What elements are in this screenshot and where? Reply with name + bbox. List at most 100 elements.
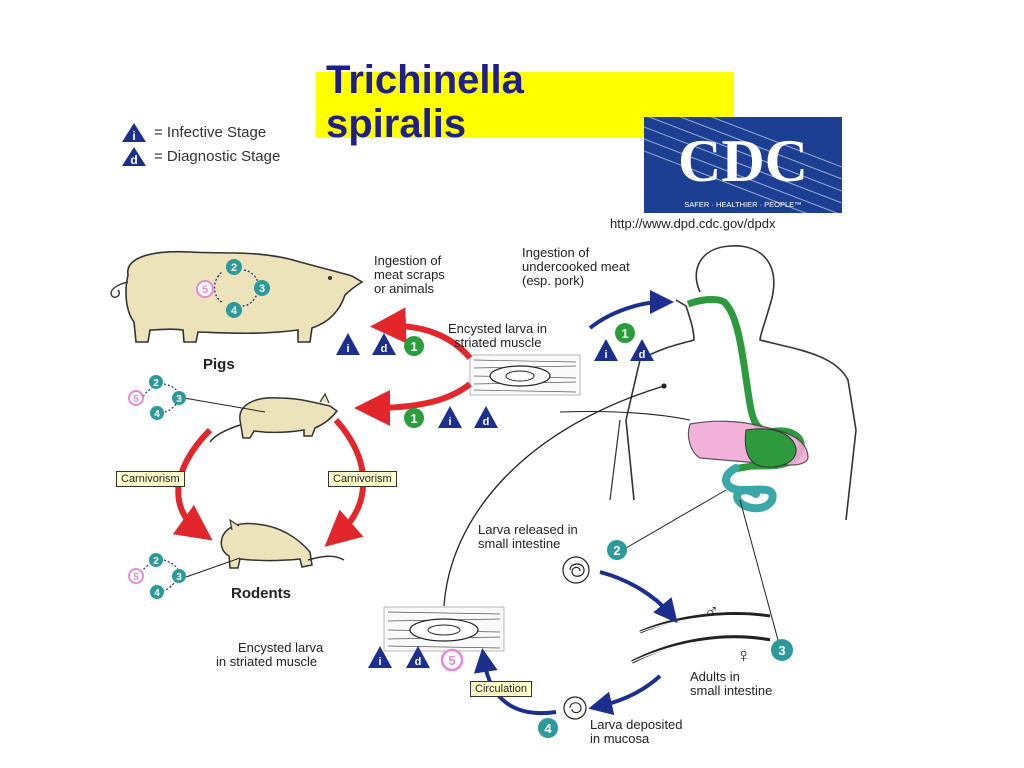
svg-text:4: 4 bbox=[231, 305, 238, 317]
rodent-lower-tail bbox=[307, 555, 345, 561]
rodent-lower-ear bbox=[229, 518, 240, 531]
page-title: Trichinella spiralis bbox=[326, 58, 524, 146]
human-outline bbox=[625, 245, 857, 521]
svg-text:2: 2 bbox=[613, 543, 620, 558]
diagnostic-triangle-pig bbox=[372, 333, 396, 355]
svg-text:i: i bbox=[448, 416, 451, 428]
larva-released bbox=[562, 556, 590, 584]
svg-text:4: 4 bbox=[154, 588, 160, 599]
stage-badge-1-pig-ingestion bbox=[404, 336, 424, 356]
svg-text:2: 2 bbox=[153, 378, 159, 389]
diagnostic-triangle-icon: d bbox=[122, 147, 146, 167]
cdc-logo: CDC SAFER · HEALTHIER · PEOPLE™ bbox=[644, 117, 842, 213]
stage-badge-1-human-ingestion bbox=[615, 323, 635, 343]
stage-badge-4-human bbox=[538, 718, 558, 738]
svg-text:2: 2 bbox=[153, 556, 159, 567]
arrow-red-left-loop bbox=[172, 427, 213, 541]
svg-text:CDC: CDC bbox=[678, 128, 808, 194]
female-symbol: ♀ bbox=[736, 645, 751, 667]
svg-text:i: i bbox=[378, 656, 381, 668]
stage-badge-4-rodent-lower bbox=[150, 585, 164, 599]
stage-badge-3-rodent-upper bbox=[172, 391, 186, 405]
pig-stage-loop bbox=[213, 269, 259, 307]
human-figure bbox=[609, 245, 857, 521]
stage-badge-2-rodent-lower bbox=[149, 553, 163, 567]
arrow-blue-adults bbox=[599, 570, 678, 624]
diagnostic-triangle-human bbox=[630, 339, 654, 361]
svg-text:3: 3 bbox=[176, 572, 182, 583]
stage-badge-2-pig bbox=[226, 259, 242, 275]
svg-text:5: 5 bbox=[202, 284, 208, 296]
svg-text:SAFER · HEALTHIER · PEOPLE™: SAFER · HEALTHIER · PEOPLE™ bbox=[684, 200, 801, 209]
svg-text:d: d bbox=[639, 349, 646, 361]
badges: 2 3 4 5 2 3 4 5 2 3 4 5 i d 1 1 bbox=[128, 259, 793, 738]
svg-text:1: 1 bbox=[621, 326, 628, 341]
tag-carnivorism-right: Carnivorism bbox=[328, 471, 397, 487]
svg-text:d: d bbox=[415, 656, 422, 668]
infective-triangle-icon: i bbox=[122, 123, 146, 143]
svg-text:5: 5 bbox=[448, 653, 455, 668]
svg-text:2: 2 bbox=[231, 262, 237, 274]
svg-text:4: 4 bbox=[154, 409, 160, 420]
stage-badge-5-rodent-lower bbox=[128, 568, 144, 584]
rodent-upper-ear bbox=[319, 392, 330, 404]
svg-text:1: 1 bbox=[410, 339, 417, 354]
rodent-upper-body bbox=[239, 397, 339, 439]
diagnostic-triangle-rodent bbox=[474, 406, 498, 428]
stage-badge-1-rodent-ingestion bbox=[404, 408, 424, 428]
rodent-lower-body bbox=[220, 522, 313, 569]
arrow-blue-deposit bbox=[588, 674, 662, 716]
rodent-upper-tail bbox=[209, 424, 241, 443]
svg-text:i: i bbox=[132, 129, 135, 143]
stage-badge-2-human bbox=[607, 540, 627, 560]
svg-text:1: 1 bbox=[410, 411, 417, 426]
pig-eye bbox=[328, 276, 332, 280]
stage-badge-3-pig bbox=[254, 280, 270, 296]
stage-badge-4-pig bbox=[226, 302, 242, 318]
muscle-cyst-bottom bbox=[383, 606, 505, 652]
diagnostic-triangle-cyst bbox=[406, 646, 430, 668]
infective-triangle-cyst bbox=[368, 646, 392, 668]
svg-text:d: d bbox=[483, 416, 490, 428]
label-rodents: Rodents bbox=[231, 585, 291, 602]
stage-badge-5-cyst bbox=[440, 648, 464, 672]
stage-badge-3-rodent-lower bbox=[172, 569, 186, 583]
svg-text:3: 3 bbox=[259, 283, 265, 295]
arrow-red-to-pig bbox=[370, 307, 473, 360]
cdc-logo-graphic: CDC SAFER · HEALTHIER · PEOPLE™ bbox=[644, 117, 842, 213]
pig-figure bbox=[110, 250, 364, 343]
arrow-blue-circulation bbox=[473, 648, 557, 716]
tag-circulation: Circulation bbox=[470, 681, 532, 697]
larva-deposited bbox=[563, 696, 587, 720]
svg-text:d: d bbox=[130, 153, 137, 167]
small-intestine bbox=[722, 464, 777, 513]
svg-text:d: d bbox=[381, 343, 388, 355]
rodent-lower-figure bbox=[220, 518, 345, 569]
arrow-blue-ingestion bbox=[588, 290, 674, 330]
cdc-url: http://www.dpd.cdc.gov/dpdx bbox=[610, 216, 776, 231]
stage-badge-5-pig bbox=[196, 280, 214, 298]
stomach bbox=[744, 428, 797, 468]
adult-worms bbox=[631, 612, 771, 664]
label-pigs: Pigs bbox=[203, 356, 235, 373]
infective-triangle-rodent bbox=[438, 406, 462, 428]
svg-text:3: 3 bbox=[176, 394, 182, 405]
stage-badge-2-rodent-upper bbox=[149, 375, 163, 389]
svg-text:i: i bbox=[604, 349, 607, 361]
arrow-red-to-rodent bbox=[354, 381, 472, 426]
pig-body bbox=[125, 250, 364, 343]
male-symbol: ♂ bbox=[704, 601, 719, 623]
rodent-upper-figure bbox=[209, 392, 339, 443]
svg-text:i: i bbox=[346, 343, 349, 355]
stage-badge-3-human bbox=[771, 639, 793, 661]
infective-triangle-human bbox=[594, 339, 618, 361]
svg-text:4: 4 bbox=[544, 721, 552, 736]
